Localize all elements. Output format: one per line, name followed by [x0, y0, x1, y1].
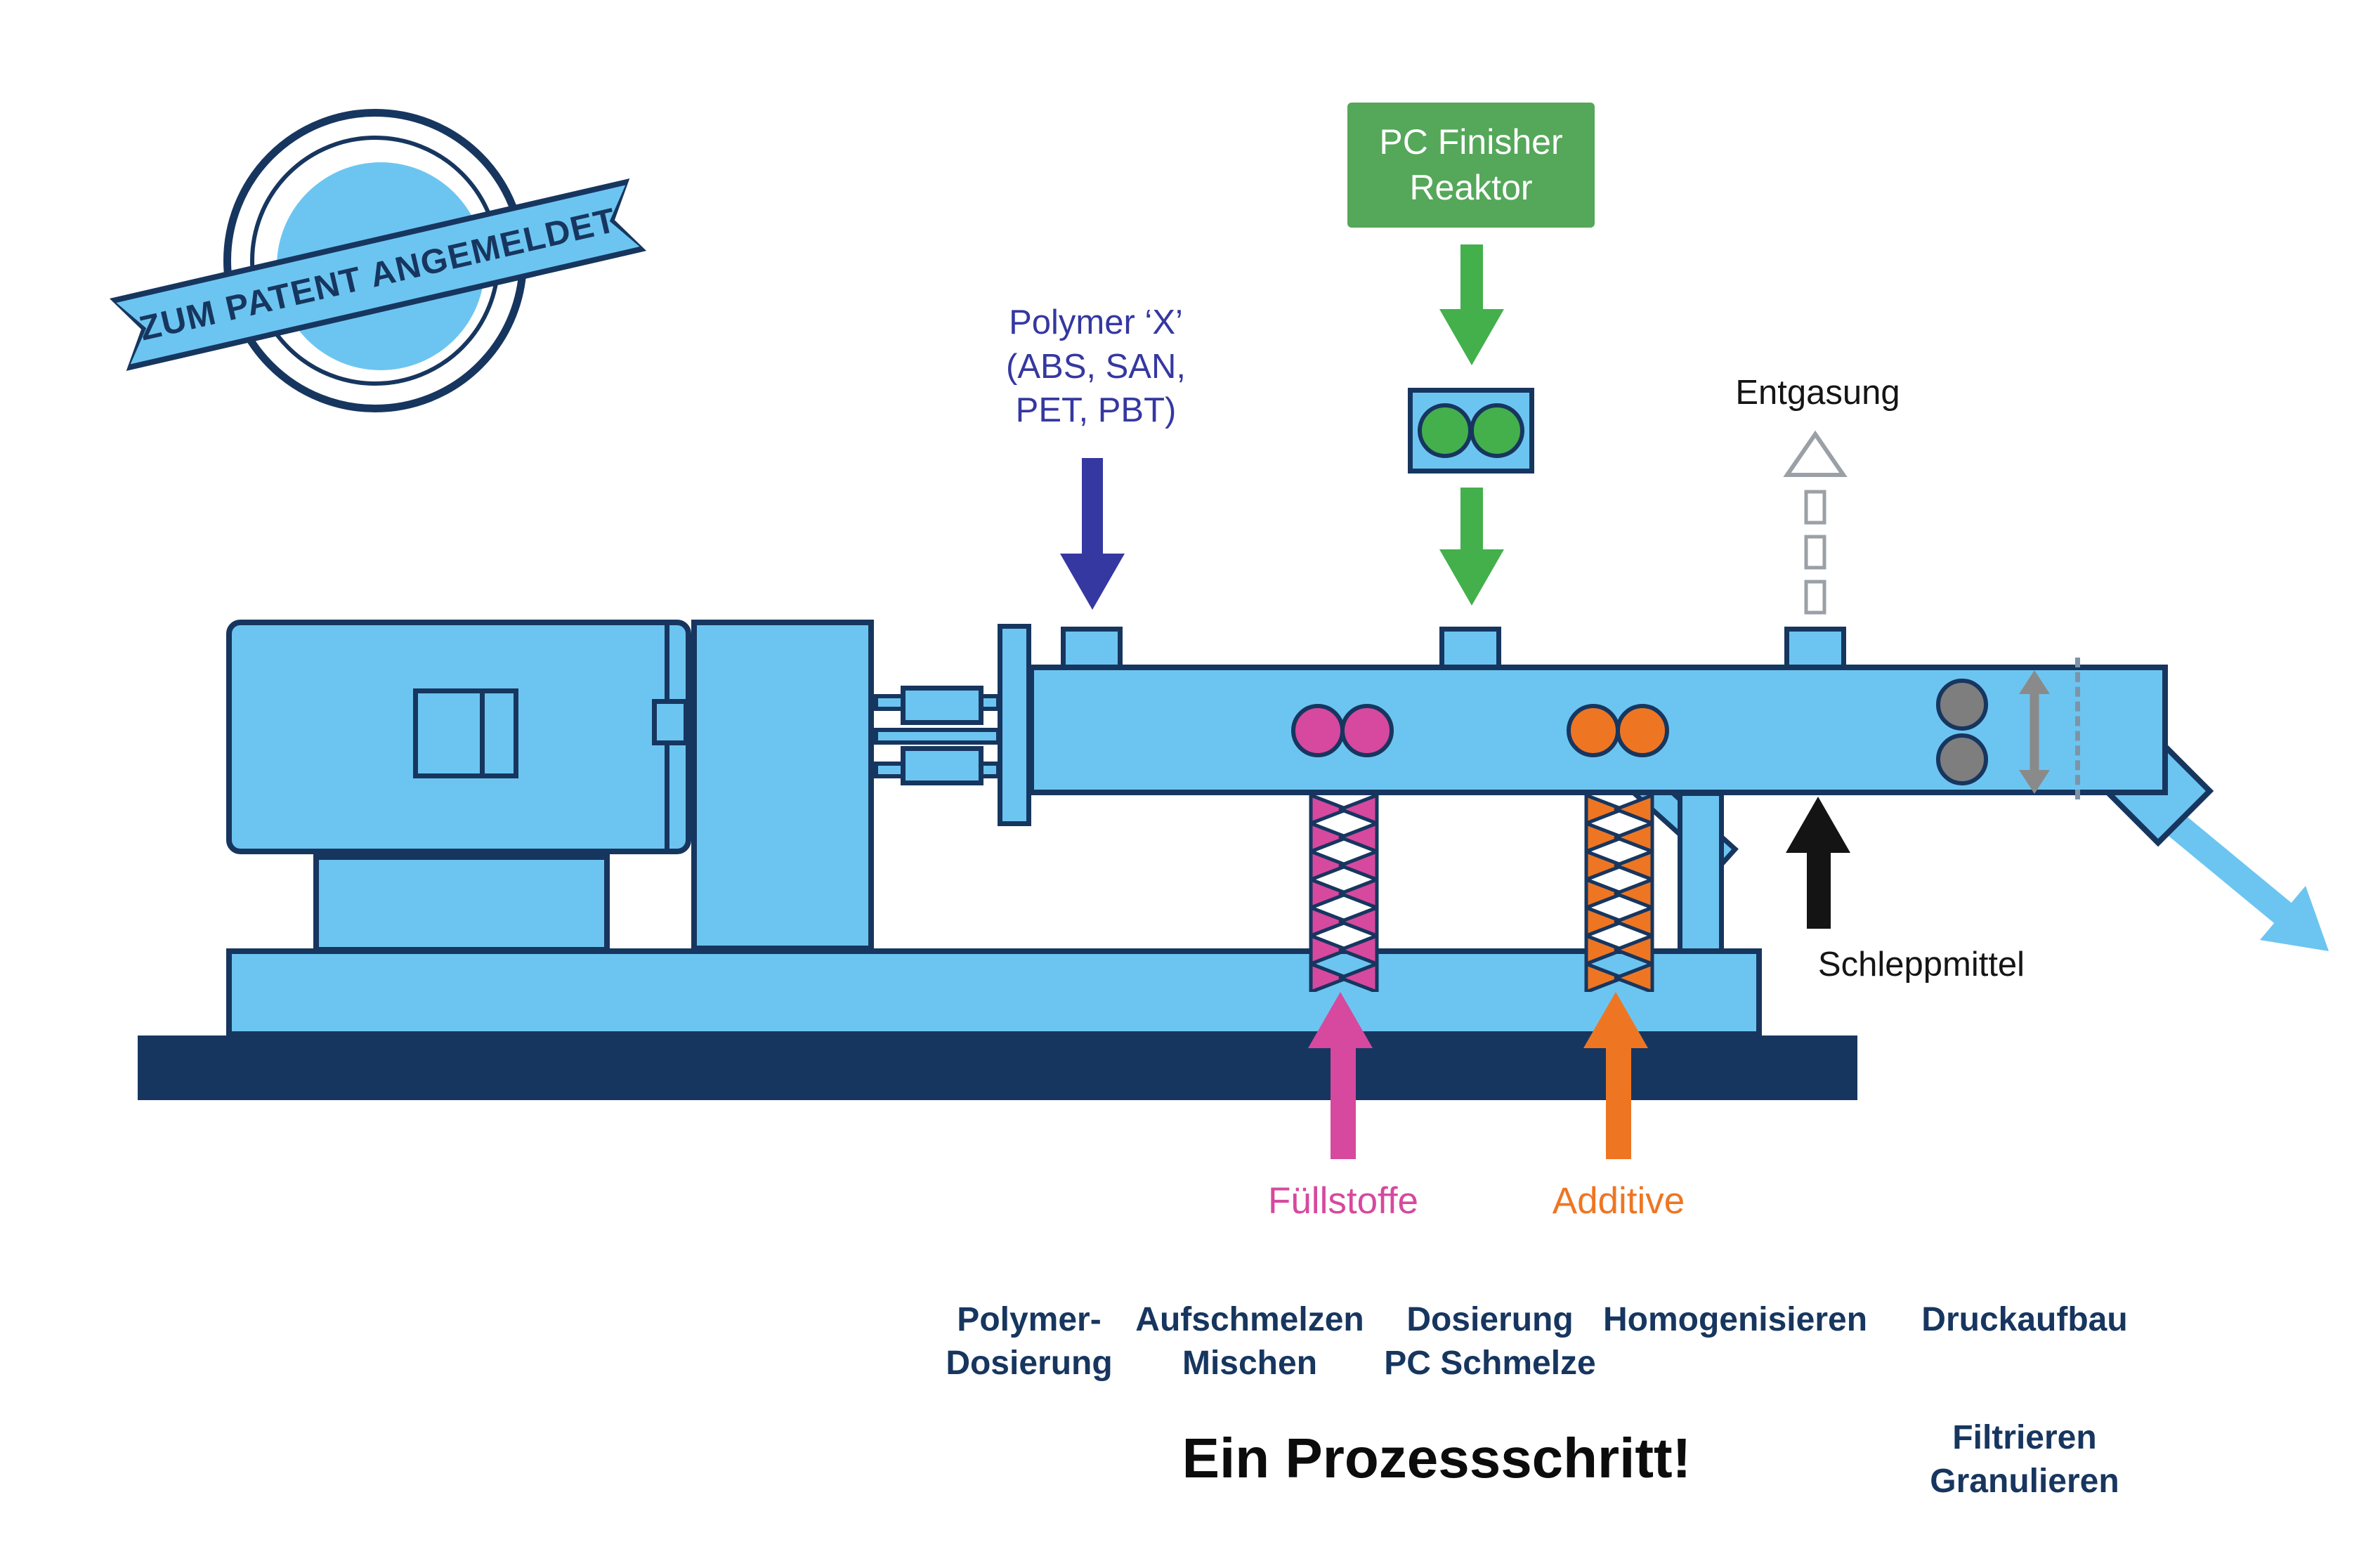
motor-nameplate [413, 688, 518, 778]
polymer-arrow-head [1060, 554, 1125, 610]
step-dosierung-pc-schmelze: Dosierung PC Schmelze [1367, 1298, 1613, 1386]
gearbox [691, 620, 874, 951]
step-2-line1: Dosierung [1406, 1301, 1574, 1338]
filler-label: Füllstoffe [1267, 1180, 1419, 1222]
polymer-label-line1: Polymer ‘X’ [1009, 303, 1183, 341]
additive-screw-circle-right [1616, 704, 1669, 757]
coupling-lower [901, 746, 983, 785]
entrainer-arrow-shaft [1807, 850, 1831, 929]
filler-arrow-shaft [1331, 1045, 1356, 1159]
pressure-screw-circle-top [1936, 679, 1988, 731]
step-polymer-dosierung: Polymer- Dosierung [906, 1298, 1152, 1386]
motor [226, 620, 691, 854]
pc-finisher-reactor-box: PC Finisher Reaktor [1347, 103, 1595, 228]
entrainer-label: Schleppmittel [1817, 946, 2025, 984]
headline: Ein Prozessschritt! [1182, 1427, 1692, 1489]
step-1-line2: Mischen [1182, 1345, 1318, 1383]
pressure-screw-circle-bottom [1936, 733, 1988, 785]
additive-arrow-shaft [1606, 1045, 1631, 1159]
polymer-arrow-shaft [1082, 458, 1103, 556]
post-line2: Granulieren [1930, 1463, 2119, 1501]
step-0-line1: Polymer- [957, 1301, 1102, 1338]
pc-melt-arrow-head [1439, 549, 1504, 606]
additive-arrow-head [1583, 992, 1648, 1048]
step-0-line2: Dosierung [946, 1345, 1113, 1383]
degassing-label: Entgasung [1735, 374, 1900, 412]
coupling-upper [901, 686, 983, 725]
polymer-label-line2: (ABS, SAN, [1006, 347, 1186, 386]
sample-screw-circle-right [1470, 403, 1524, 458]
filler-arrow-head [1308, 992, 1373, 1048]
base-plate [138, 1035, 1857, 1100]
step-aufschmelzen-mischen: Aufschmelzen Mischen [1127, 1298, 1373, 1386]
step-druckaufbau: Druckaufbau [1877, 1298, 2172, 1342]
reactor-label-line1: PC Finisher [1379, 122, 1563, 162]
polymer-feed-port [1061, 627, 1123, 670]
melt-output-arrow [2153, 808, 2329, 951]
step-homogenisieren: Homogenisieren [1588, 1298, 1883, 1342]
filler-feeder-screw [1305, 795, 1383, 992]
post-line1: Filtrieren [1952, 1419, 2097, 1456]
degassing-dashed-arrow [1783, 430, 1848, 615]
additive-label: Additive [1552, 1180, 1685, 1222]
pc-melt-arrow-shaft [1460, 488, 1483, 552]
filter-dashed-line [2075, 658, 2080, 799]
polymer-label: Polymer ‘X’ (ABS, SAN, PET, PBT) [952, 301, 1240, 433]
motor-nameplate-divider [480, 693, 485, 773]
step-2-line2: PC Schmelze [1384, 1345, 1596, 1383]
polymer-label-line3: PET, PBT) [1015, 391, 1177, 430]
motor-junction-box [652, 699, 688, 745]
filler-screw-circle-right [1340, 704, 1394, 757]
machine-base [226, 948, 1762, 1037]
step-filtrieren-granulieren: Filtrieren Granulieren [1877, 1416, 2172, 1504]
barrel-flange [998, 624, 1031, 826]
reactor-arrow-shaft [1460, 244, 1483, 313]
reactor-label-line2: Reaktor [1409, 168, 1533, 207]
support-column [1678, 791, 1724, 954]
step-3-line1: Homogenisieren [1602, 1301, 1868, 1338]
pressure-double-arrow [2019, 670, 2050, 794]
motor-pedestal [313, 854, 610, 953]
pc-melt-feed-port [1439, 627, 1501, 670]
drive-shaft-mid [874, 728, 1000, 745]
filler-screw-circle-left [1291, 704, 1345, 757]
step-4-line1: Druckaufbau [1921, 1301, 2128, 1338]
degassing-port [1784, 627, 1846, 670]
entrainer-arrow-head [1786, 797, 1850, 853]
additive-feeder-screw [1581, 795, 1658, 992]
reactor-arrow-head [1439, 309, 1504, 365]
step-1-line1: Aufschmelzen [1135, 1301, 1364, 1338]
additive-screw-circle-left [1567, 704, 1620, 757]
sample-screw-circle-left [1418, 403, 1472, 458]
